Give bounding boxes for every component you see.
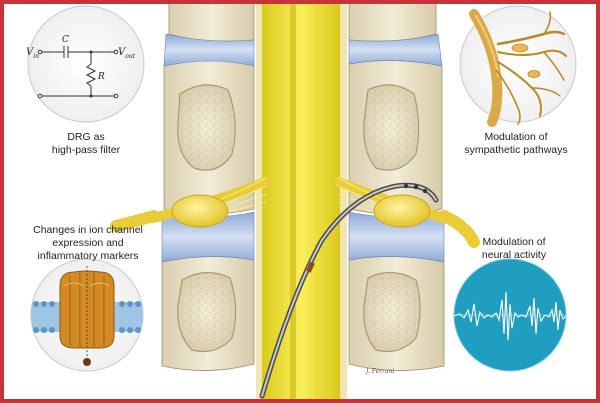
neural-signal-icon — [453, 258, 567, 372]
label-sympathetic: Modulation of sympathetic pathways — [464, 131, 568, 156]
label-ion-channel: Changes in ion channel expression and in… — [33, 224, 143, 262]
circuit-resistor-label: R — [98, 72, 105, 82]
circuit-vout-label: Vout — [118, 47, 136, 60]
spinal-cord — [256, 4, 347, 399]
vertebral-column — [161, 4, 445, 371]
circuit-capacitor-label: C — [62, 35, 69, 45]
sympathetic-nerve-icon — [459, 5, 577, 127]
artist-signature: J. Ferrani — [366, 368, 395, 375]
left-dorsal-root-ganglion — [171, 194, 229, 228]
ion-channel-membrane-icon — [30, 258, 144, 372]
label-neural-activity: Modulation of neural activity — [481, 236, 547, 261]
circuit-vin-label: Vin — [26, 47, 40, 60]
high-pass-filter-circuit-icon — [27, 5, 145, 123]
spine-illustration — [27, 4, 577, 399]
nerve-roots — [110, 177, 480, 248]
right-dorsal-root-ganglion — [373, 194, 431, 228]
needle-lead-icon — [259, 182, 439, 399]
label-drg-filter: DRG as high-pass filter — [51, 131, 121, 156]
